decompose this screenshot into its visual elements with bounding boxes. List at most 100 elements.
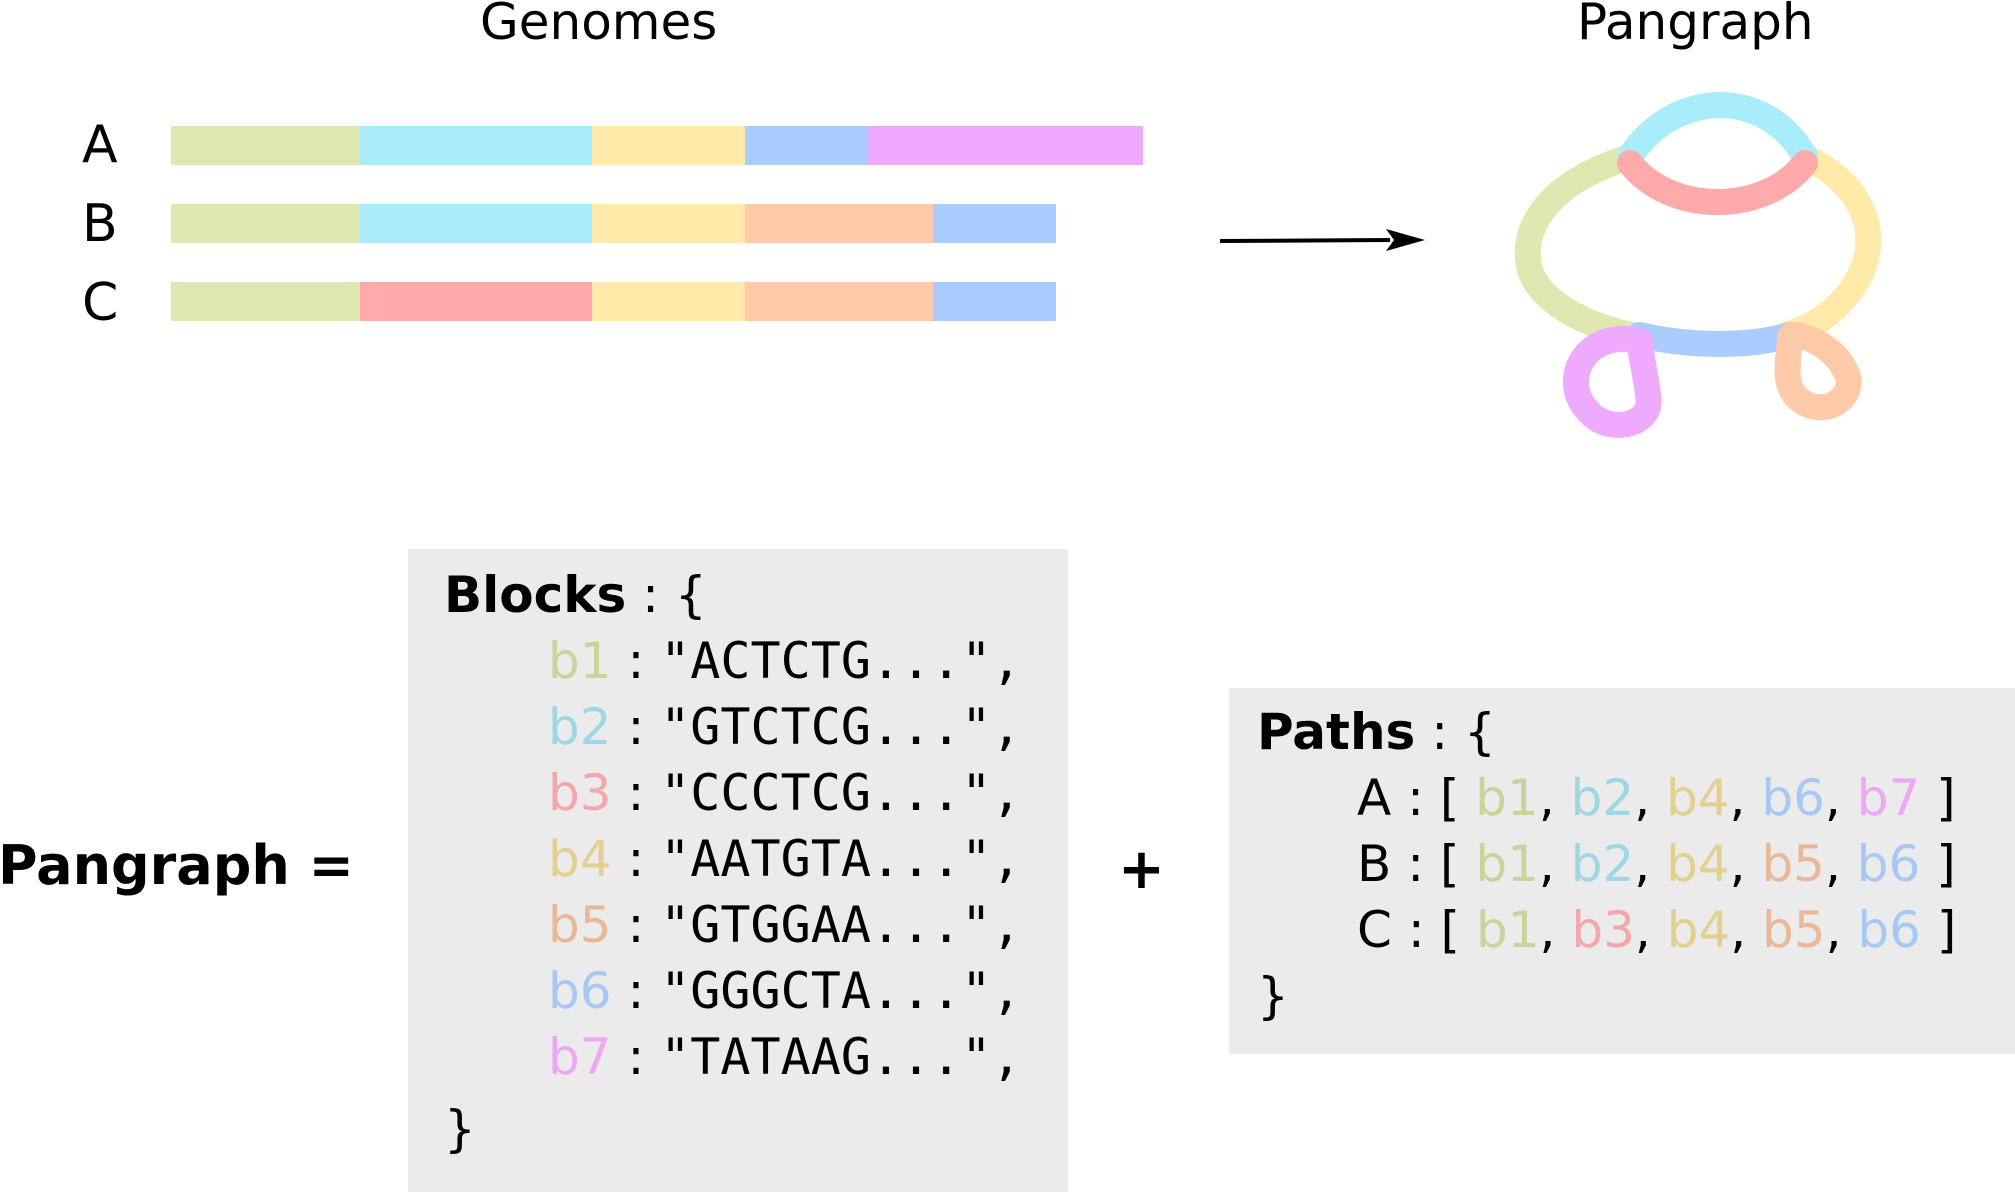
path-block-b6: b6 — [1856, 835, 1921, 893]
path-block-b2: b2 — [1570, 769, 1635, 827]
genome-label-a: A — [82, 115, 118, 175]
path-block-b5: b5 — [1762, 901, 1826, 959]
path-entry-b: B : [ b1, b2, b4, b5, b6 ] — [1357, 834, 1956, 894]
genome-c-segment-b5 — [745, 282, 933, 321]
path-genome-label: B — [1357, 835, 1392, 893]
path-comma: , — [1538, 769, 1571, 827]
path-open-bracket: : [ — [1391, 901, 1476, 959]
block-separator: : — [611, 764, 661, 822]
block-separator: : — [611, 830, 661, 888]
path-block-b5: b5 — [1761, 835, 1825, 893]
genome-a-segment-b7 — [868, 126, 1143, 165]
block-sequence: "GTCTCG...", — [660, 698, 1022, 756]
graph-edge-b3 — [1617, 150, 1818, 215]
blocks-header: Blocks : { — [444, 565, 707, 625]
block-entry-b6: b6 : "GGGCTA...", — [548, 961, 1021, 1021]
block-name: b1 — [548, 632, 612, 690]
block-name: b7 — [548, 1028, 612, 1086]
graph-edge-b5 — [1774, 322, 1862, 421]
blocks-close-brace: } — [444, 1100, 476, 1158]
path-block-b4: b4 — [1666, 835, 1730, 893]
path-block-b1: b1 — [1475, 835, 1539, 893]
path-comma: , — [1539, 901, 1572, 959]
paths-box: Paths : { A : [ b1, b2, b4, b6, b7 ]B : … — [1229, 688, 2015, 1054]
graph-edge-b6 — [1627, 322, 1803, 357]
graph-edge-b4 — [1772, 144, 1882, 348]
block-entry-b4: b4 : "AATGTA...", — [548, 829, 1021, 889]
blocks-open-brace: : { — [626, 566, 707, 624]
block-sequence: "GTGGAA...", — [660, 896, 1022, 954]
paths-close-brace: } — [1257, 967, 1289, 1025]
block-sequence: "GGGCTA...", — [660, 962, 1022, 1020]
block-sequence: "AATGTA...", — [660, 830, 1022, 888]
genome-label-c: C — [82, 273, 119, 333]
path-comma: , — [1825, 835, 1857, 893]
genome-a-segment-b2 — [360, 126, 592, 165]
pangraph-equation-label: Pangraph = — [0, 834, 354, 897]
block-sequence: "ACTCTG...", — [660, 632, 1022, 690]
graph-edge-b7 — [1562, 325, 1662, 438]
path-block-b4: b4 — [1666, 901, 1731, 959]
path-block-b3: b3 — [1571, 901, 1635, 959]
path-genome-label: A — [1357, 769, 1392, 827]
genome-b-segment-b4 — [592, 204, 745, 243]
genome-track-b — [171, 204, 1056, 243]
block-name: b6 — [548, 962, 612, 1020]
genome-b-segment-b5 — [745, 204, 933, 243]
genome-a-segment-b1 — [171, 126, 360, 165]
path-comma: , — [1538, 835, 1571, 893]
path-block-b1: b1 — [1475, 901, 1540, 959]
path-comma: , — [1824, 769, 1857, 827]
block-sequence: "CCCTCG...", — [660, 764, 1022, 822]
genome-b-segment-b2 — [360, 204, 592, 243]
block-name: b2 — [548, 698, 612, 756]
path-comma: , — [1730, 901, 1763, 959]
path-open-bracket: : [ — [1391, 835, 1476, 893]
block-separator: : — [611, 896, 661, 954]
block-name: b4 — [548, 830, 612, 888]
genome-track-c — [171, 282, 1056, 321]
genome-track-a — [171, 126, 1143, 165]
paths-keyword: Paths — [1257, 703, 1416, 761]
path-open-bracket: : [ — [1391, 769, 1476, 827]
paths-header: Paths : { — [1257, 702, 1496, 762]
path-block-b6: b6 — [1857, 901, 1921, 959]
block-separator: : — [611, 1028, 661, 1086]
genome-label-b: B — [82, 194, 118, 254]
genome-c-segment-b1 — [171, 282, 360, 321]
block-entry-b5: b5 : "GTGGAA...", — [548, 895, 1021, 955]
pangraph-graph — [1514, 91, 1882, 438]
block-sequence: "TATAAG...", — [660, 1028, 1022, 1086]
block-name: b3 — [548, 764, 612, 822]
block-name: b5 — [548, 896, 612, 954]
path-block-b1: b1 — [1475, 769, 1539, 827]
blocks-box: Blocks : { b1 : "ACTCTG...", b2 : "GTCTCG… — [408, 549, 1068, 1192]
path-block-b4: b4 — [1665, 769, 1730, 827]
path-block-b7: b7 — [1856, 769, 1921, 827]
path-close-bracket: ] — [1920, 769, 1956, 827]
path-comma: , — [1634, 769, 1666, 827]
plus-sign: + — [1118, 837, 1165, 902]
graph-edge-b1 — [1514, 144, 1653, 350]
paths-open-brace: : { — [1415, 703, 1496, 761]
genome-a-segment-b6 — [745, 126, 868, 165]
block-entry-b7: b7 : "TATAAG...", — [548, 1027, 1021, 1087]
genome-c-segment-b4 — [592, 282, 745, 321]
arrow-head — [1386, 229, 1425, 251]
path-comma: , — [1634, 901, 1667, 959]
path-comma: , — [1634, 835, 1667, 893]
block-entry-b3: b3 : "CCCTCG...", — [548, 763, 1021, 823]
transform-arrow — [1219, 229, 1425, 251]
path-entry-c: C : [ b1, b3, b4, b5, b6 ] — [1357, 900, 1956, 960]
genome-b-segment-b6 — [933, 204, 1056, 243]
path-entry-a: A : [ b1, b2, b4, b6, b7 ] — [1357, 768, 1956, 828]
block-separator: : — [611, 698, 661, 756]
path-close-bracket: ] — [1920, 835, 1956, 893]
path-comma: , — [1729, 835, 1762, 893]
genomes-heading: Genomes — [480, 0, 718, 51]
pangraph-heading: Pangraph — [1577, 0, 1814, 51]
arrow-shaft — [1219, 238, 1391, 243]
path-genome-label: C — [1357, 901, 1392, 959]
path-close-bracket: ] — [1920, 901, 1957, 959]
path-comma: , — [1729, 769, 1762, 827]
